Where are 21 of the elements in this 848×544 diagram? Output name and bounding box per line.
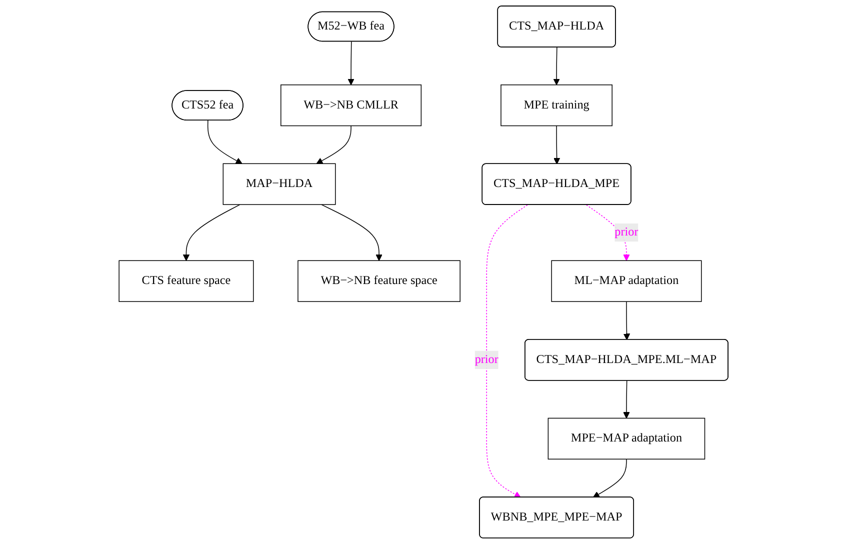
node-box: MAP−HLDA <box>223 163 336 205</box>
node-box: MPE training <box>501 84 613 126</box>
arrow <box>316 125 352 164</box>
arrow <box>348 41 355 86</box>
node-box: WB−>NB CMLLR <box>280 84 422 126</box>
node-box: ML−MAP adaptation <box>552 260 702 302</box>
node-box: MPE−MAP adaptation <box>548 418 706 460</box>
arrow <box>586 204 630 261</box>
arrow <box>486 204 528 498</box>
edge-label: prior <box>475 353 499 366</box>
arrow <box>593 458 628 498</box>
arrow <box>624 301 630 340</box>
arrow <box>183 204 241 261</box>
node-box: CTS feature space <box>119 260 254 302</box>
edge-label: prior <box>615 226 639 239</box>
arrow <box>554 125 561 164</box>
arrow <box>208 120 243 164</box>
node-box: WB−>NB feature space <box>298 260 461 302</box>
arrow <box>624 380 630 419</box>
arrow <box>321 204 383 261</box>
arrow <box>554 46 560 86</box>
